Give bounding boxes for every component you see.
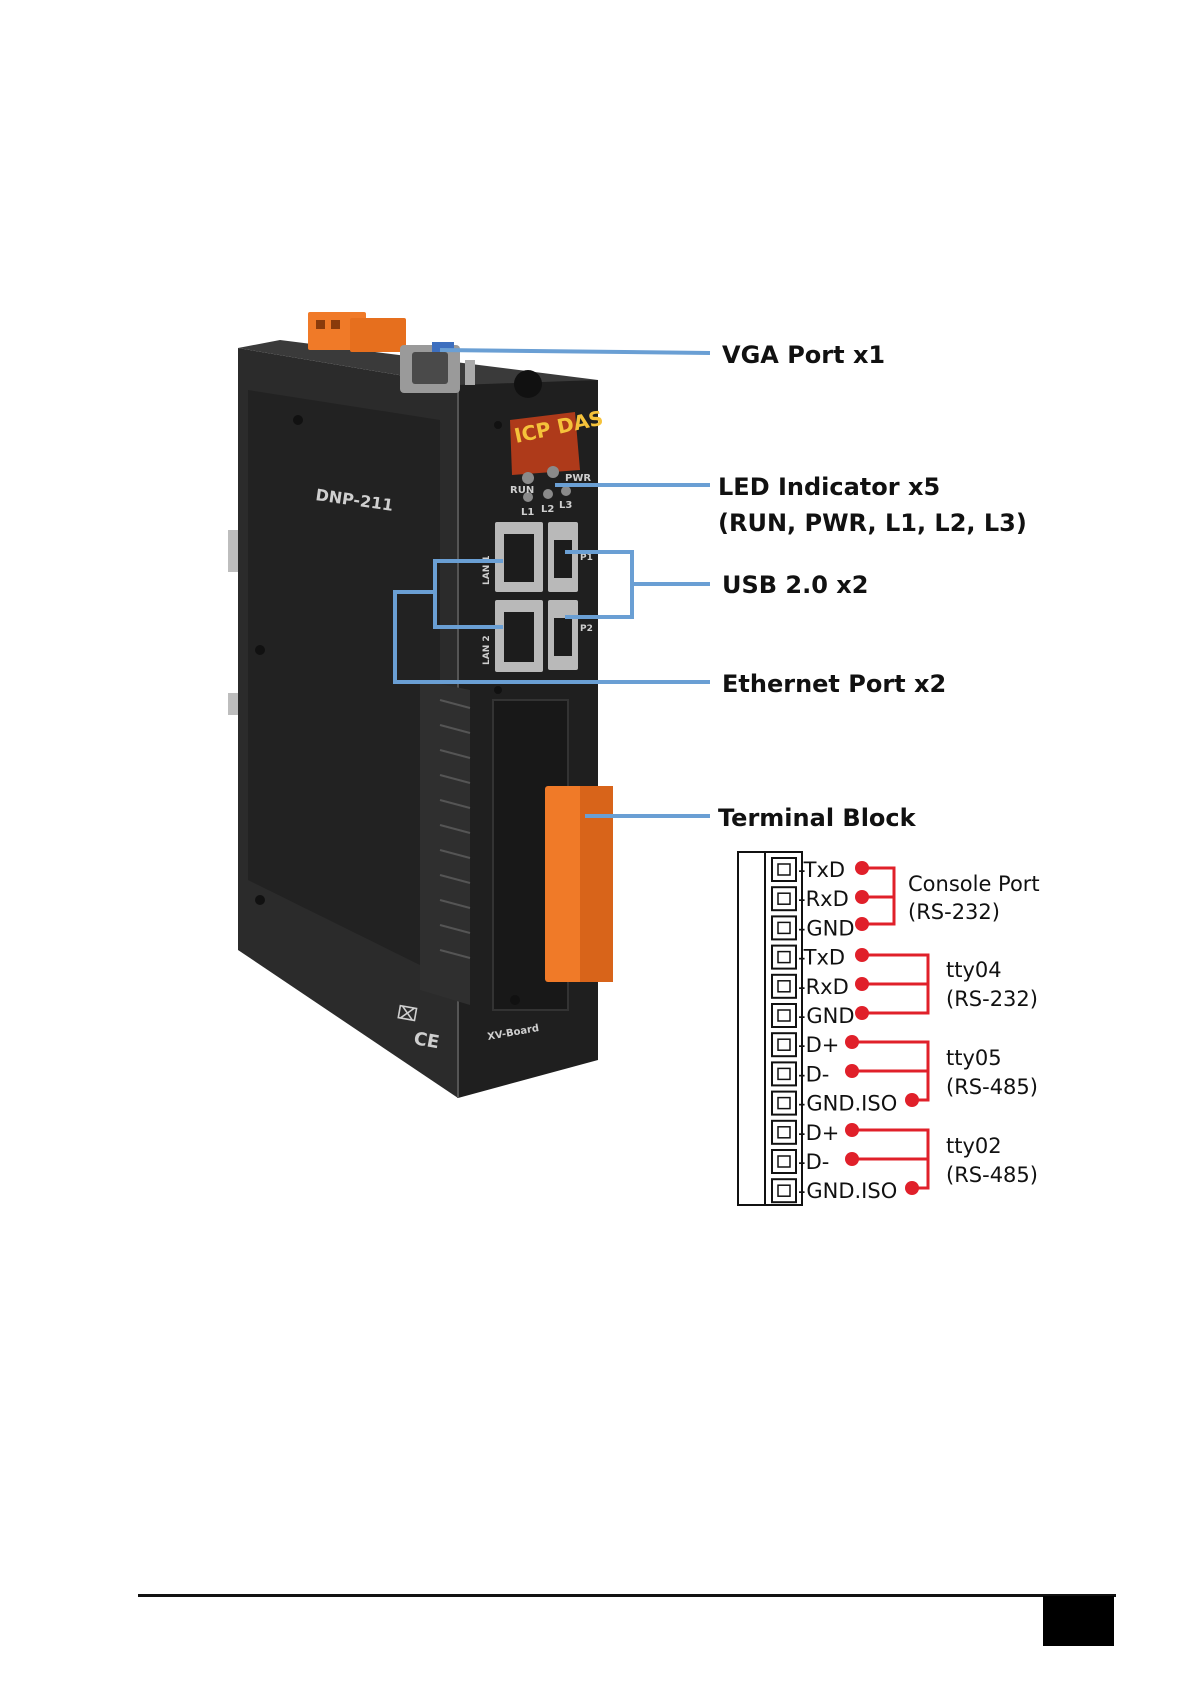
terminal-pin-screw (772, 946, 796, 969)
pin-dot (855, 977, 869, 991)
pin-dot (855, 948, 869, 962)
led-l3 (561, 486, 571, 496)
led-pwr (547, 466, 559, 478)
terminal-pin-label: -GND (798, 1004, 855, 1028)
terminal-pin-screw (772, 1179, 796, 1202)
terminal-pin-label: -GND.ISO (798, 1092, 897, 1116)
terminal-pin-screw (772, 1062, 796, 1085)
led-run (522, 472, 534, 484)
terminal-pin-screw (772, 887, 796, 910)
svg-text:LAN 2: LAN 2 (482, 635, 492, 665)
svg-text:L3: L3 (559, 500, 572, 511)
group-tty04-name: tty04 (946, 958, 1002, 982)
screw (494, 686, 502, 694)
svg-text:RUN: RUN (510, 485, 534, 496)
footer-rule (138, 1594, 1116, 1597)
group-tty02-name: tty02 (946, 1134, 1002, 1158)
terminal-pin-screw (772, 858, 796, 881)
led-l2 (543, 489, 553, 499)
svg-text:P2: P2 (580, 624, 593, 634)
terminal-pin-label: -D+ (798, 1033, 839, 1057)
pin-dot (855, 861, 869, 875)
terminal-pinout: -TxD -RxD -GND -TxD -RxD -GND -D+ -D- -GND.ISO -D… (738, 852, 1040, 1205)
pin-dot (845, 1152, 859, 1166)
pin-dot (845, 1064, 859, 1078)
group-tty02-standard: (RS-485) (946, 1163, 1038, 1187)
callout-vga: VGA Port x1 (722, 341, 885, 369)
terminal-pin-label: -RxD (798, 887, 849, 911)
group-tty04-standard: (RS-232) (946, 987, 1038, 1011)
svg-text:PWR: PWR (565, 473, 591, 484)
callout-usb: USB 2.0 x2 (722, 571, 868, 599)
callout-terminal: Terminal Block (718, 804, 917, 832)
page-number-box (1043, 1596, 1114, 1646)
group-console-standard: (RS-232) (908, 900, 1000, 924)
pin-dot (855, 917, 869, 931)
pin-dot (855, 890, 869, 904)
svg-text:L1: L1 (521, 507, 534, 518)
terminal-pin-screw (772, 975, 796, 998)
terminal-pin-label: -D- (798, 1062, 829, 1086)
device-illustration: DNP-211 ICP DAS RUN (228, 312, 613, 1098)
pin-dot (855, 1006, 869, 1020)
svg-text:L2: L2 (541, 504, 554, 515)
callout-led-list: (RUN, PWR, L1, L2, L3) (718, 509, 1027, 537)
terminal-pin-screw (772, 916, 796, 939)
pin-dot (845, 1035, 859, 1049)
terminal-pin-screw (772, 1150, 796, 1173)
terminal-pin-screw (772, 1004, 796, 1027)
terminal-pin-label: -D+ (798, 1121, 839, 1145)
terminal-pin-label: -D- (798, 1150, 829, 1174)
screw (494, 421, 502, 429)
terminal-pin-screw (772, 1121, 796, 1144)
screw (255, 645, 265, 655)
pin-dot (905, 1093, 919, 1107)
weee-icon: ⌧ (395, 1002, 419, 1026)
terminal-pin-label: -TxD (798, 858, 845, 882)
screw (510, 995, 520, 1005)
terminal-pin-label: -RxD (798, 975, 849, 999)
group-tty05-name: tty05 (946, 1046, 1002, 1070)
ce-mark-icon: CE (412, 1028, 441, 1053)
terminal-pin-screw (772, 1092, 796, 1115)
terminal-pin-label: -GND (798, 916, 855, 940)
side-vents (420, 680, 470, 1005)
vga-leader (440, 350, 710, 353)
power-connector (308, 312, 406, 352)
group-tty05-standard: (RS-485) (946, 1075, 1038, 1099)
pin-dot (845, 1123, 859, 1137)
group-console-name: Console Port (908, 872, 1040, 896)
callout-ethernet: Ethernet Port x2 (722, 670, 946, 698)
terminal-pin-label: -GND.ISO (798, 1179, 897, 1203)
terminal-pin-label: -TxD (798, 946, 845, 970)
callout-led: LED Indicator x5 (718, 473, 940, 501)
top-knob (514, 370, 542, 398)
svg-text:P1: P1 (580, 553, 593, 563)
screw (293, 415, 303, 425)
terminal-pin-screw (772, 1033, 796, 1056)
screw (255, 895, 265, 905)
pin-dot (905, 1181, 919, 1195)
